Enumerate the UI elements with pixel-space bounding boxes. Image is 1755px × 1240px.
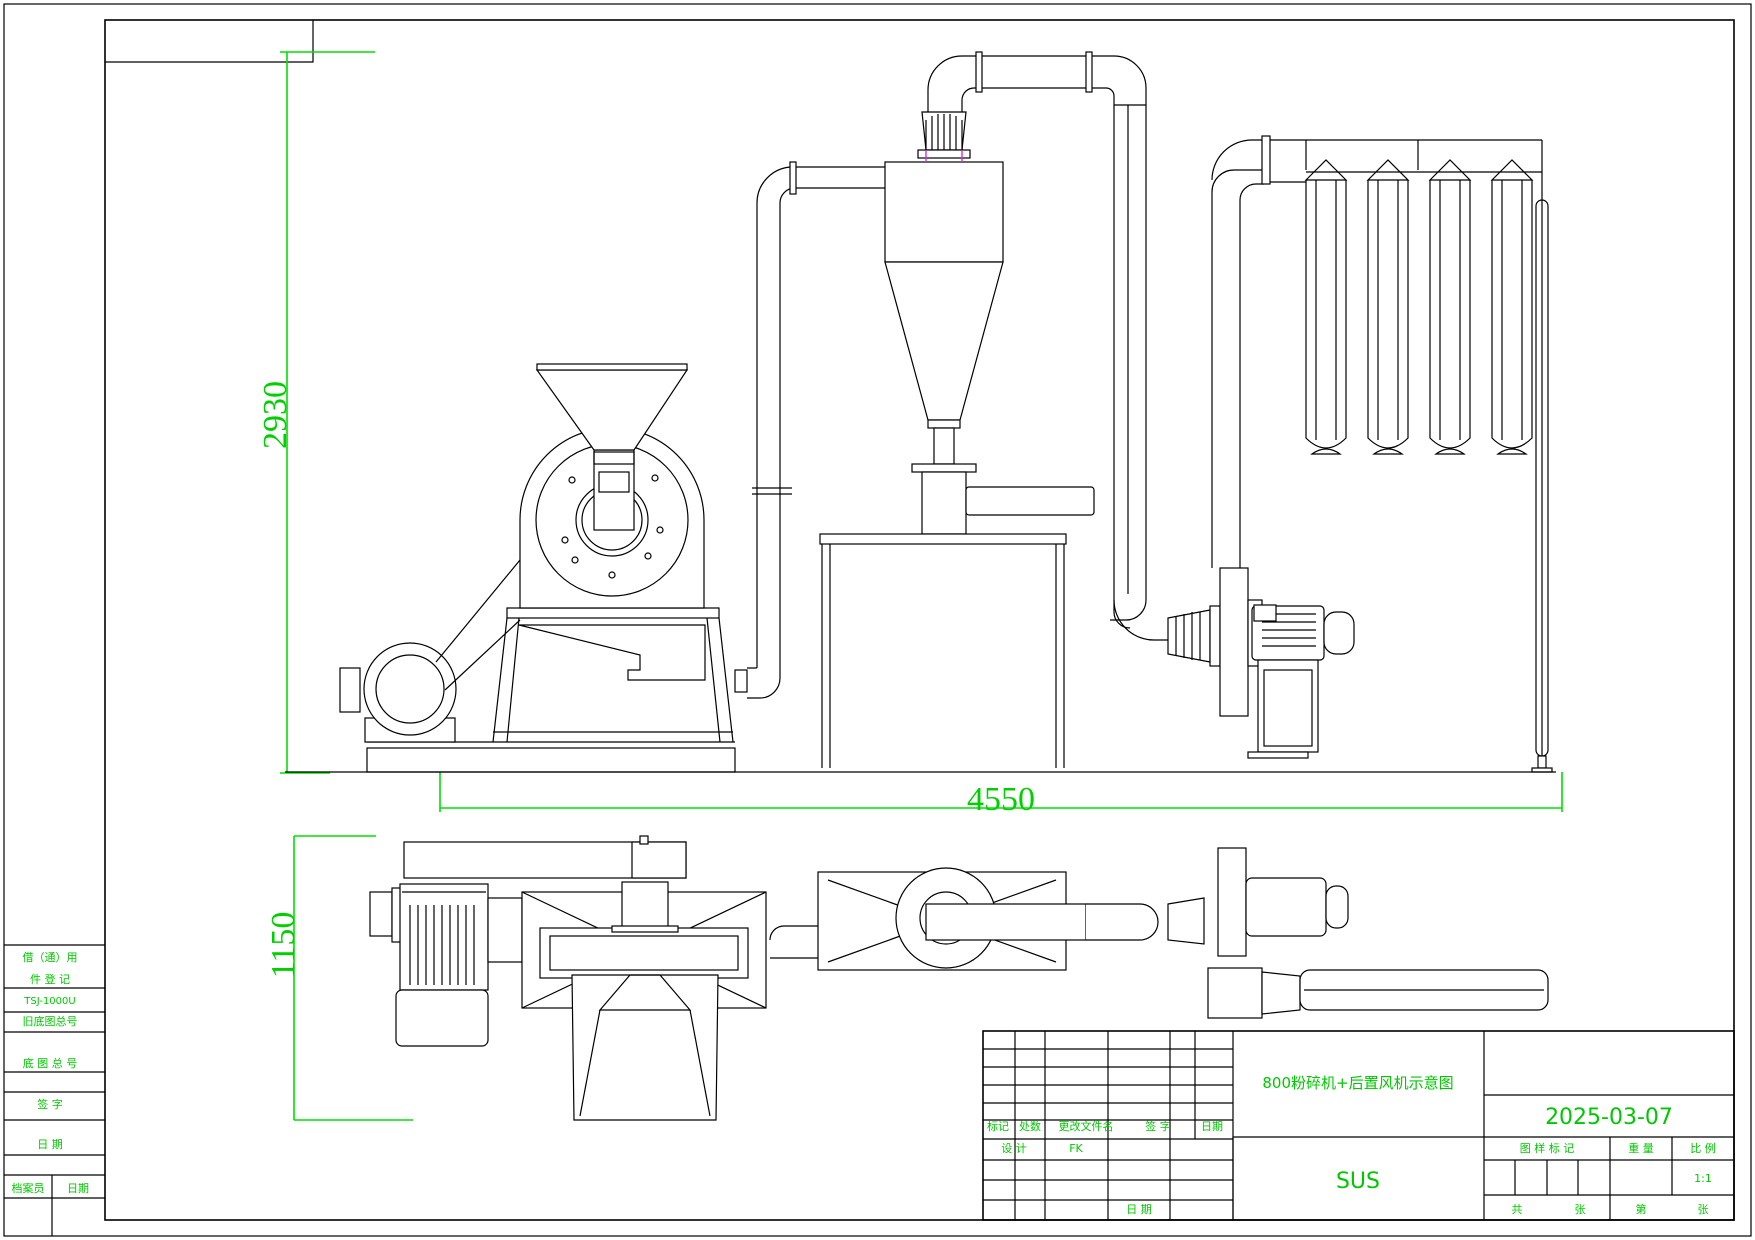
tb-header-sign: 签 字	[1145, 1119, 1171, 1133]
dimension-width-top: 4550	[439, 772, 1563, 818]
tb-header-mark: 标记	[987, 1119, 1009, 1133]
tb-sheets-label: 张	[1575, 1203, 1586, 1216]
fan-plan	[1167, 847, 1549, 1019]
riser-pipe	[747, 161, 887, 699]
dimension-label-2930: 2930	[257, 381, 294, 449]
corner-box	[105, 20, 314, 63]
material: SUS	[1336, 1169, 1380, 1194]
tb-scale-label: 比 例	[1690, 1141, 1716, 1155]
cyclone-plan	[769, 867, 1159, 971]
tb-design-label: 设 计	[1001, 1142, 1027, 1155]
side-label-1: 借（通）用	[23, 951, 78, 964]
drawing-date: 2025-03-07	[1545, 1105, 1673, 1130]
pulverizer-plan	[369, 835, 767, 1121]
bag-filter	[1211, 135, 1553, 773]
tb-header-date: 日期	[1201, 1120, 1223, 1133]
cyclone	[819, 111, 1095, 768]
side-archivist: 档案员	[12, 1181, 45, 1195]
tb-weight-label: 重 量	[1628, 1141, 1654, 1155]
side-label-2: 件 登 记	[30, 972, 70, 986]
dimension-height-bottom: 1150	[265, 835, 413, 1121]
side-label-7: 日 期	[37, 1138, 63, 1151]
overhead-duct	[927, 51, 1170, 641]
outer-border	[3, 3, 1752, 1237]
pulverizer-elevation	[339, 363, 748, 773]
drawing-title: 800粉碎机+后置风机示意图	[1262, 1074, 1453, 1092]
tb-date-label: 日 期	[1126, 1203, 1152, 1216]
tb-sheet-no-label: 第	[1636, 1202, 1647, 1216]
tb-header-count: 处数	[1019, 1120, 1041, 1133]
tb-design-value: FK	[1069, 1142, 1083, 1155]
side-label-4: 旧底图总号	[23, 1014, 78, 1028]
rear-fan	[1167, 567, 1355, 759]
side-label-6: 签 字	[37, 1097, 63, 1111]
dimension-label-4550: 4550	[967, 781, 1035, 818]
inner-border	[104, 19, 1735, 1221]
tb-total-label: 共	[1512, 1203, 1523, 1216]
tb-header-file: 更改文件名	[1059, 1119, 1114, 1133]
dimension-label-1150: 1150	[265, 912, 302, 979]
tb-drawing-mark-label: 图 样 标 记	[1520, 1141, 1575, 1155]
title-block: 标记 处数 更改文件名 签 字 日期 设 计 FK 日 期 800粉碎机+后置风…	[982, 1030, 1735, 1221]
side-block: 借（通）用 件 登 记 TSJ-1000U 旧底图总号 底 图 总 号 签 字 …	[4, 944, 105, 1236]
tb-scale-value: 1:1	[1694, 1172, 1712, 1185]
side-date: 日期	[67, 1182, 89, 1195]
dimension-height-top: 2930	[257, 51, 375, 774]
tb-sheet-label: 张	[1698, 1203, 1709, 1216]
side-label-3: TSJ-1000U	[23, 996, 75, 1007]
side-label-5: 底 图 总 号	[23, 1056, 78, 1070]
